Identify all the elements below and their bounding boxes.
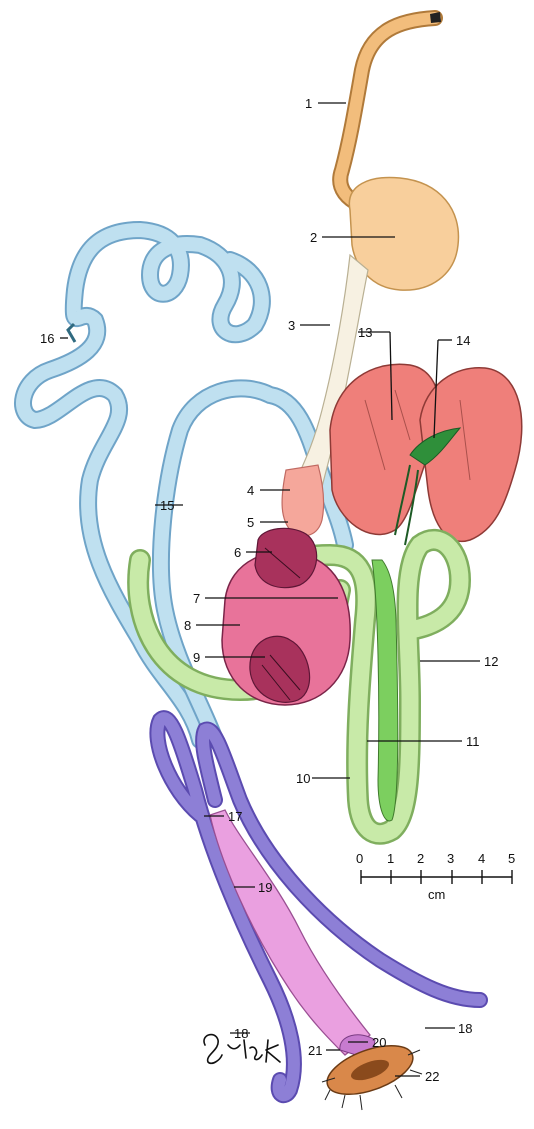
scale-tick-2: 2 bbox=[417, 851, 424, 866]
label-8: 8 bbox=[184, 618, 191, 633]
proventriculus bbox=[282, 465, 324, 536]
scale-bar: 0 1 2 3 4 5 cm bbox=[356, 851, 515, 902]
label-18-right: 18 bbox=[458, 1021, 472, 1036]
label-18-left: 18 bbox=[234, 1026, 248, 1041]
label-1: 1 bbox=[305, 96, 312, 111]
label-13: 13 bbox=[358, 325, 372, 340]
label-12: 12 bbox=[484, 654, 498, 669]
scale-tick-0: 0 bbox=[356, 851, 363, 866]
label-4: 4 bbox=[247, 483, 254, 498]
label-2: 2 bbox=[310, 230, 317, 245]
label-7: 7 bbox=[193, 591, 200, 606]
label-14: 14 bbox=[456, 333, 470, 348]
label-9: 9 bbox=[193, 650, 200, 665]
ceca bbox=[157, 718, 480, 1095]
scale-tick-3: 3 bbox=[447, 851, 454, 866]
label-5: 5 bbox=[247, 515, 254, 530]
scale-tick-1: 1 bbox=[387, 851, 394, 866]
scale-tick-5: 5 bbox=[508, 851, 515, 866]
label-17: 17 bbox=[228, 809, 242, 824]
label-19: 19 bbox=[258, 880, 272, 895]
esophagus bbox=[340, 12, 441, 205]
label-22: 22 bbox=[425, 1069, 439, 1084]
label-10: 10 bbox=[296, 771, 310, 786]
label-3: 3 bbox=[288, 318, 295, 333]
label-11: 11 bbox=[466, 734, 480, 749]
label-15: 15 bbox=[160, 498, 174, 513]
scale-unit: cm bbox=[428, 887, 445, 902]
scale-tick-4: 4 bbox=[478, 851, 485, 866]
label-21: 21 bbox=[308, 1043, 322, 1058]
label-16: 16 bbox=[40, 331, 54, 346]
label-6: 6 bbox=[234, 545, 241, 560]
label-20: 20 bbox=[372, 1035, 386, 1050]
pancreas bbox=[372, 560, 398, 821]
